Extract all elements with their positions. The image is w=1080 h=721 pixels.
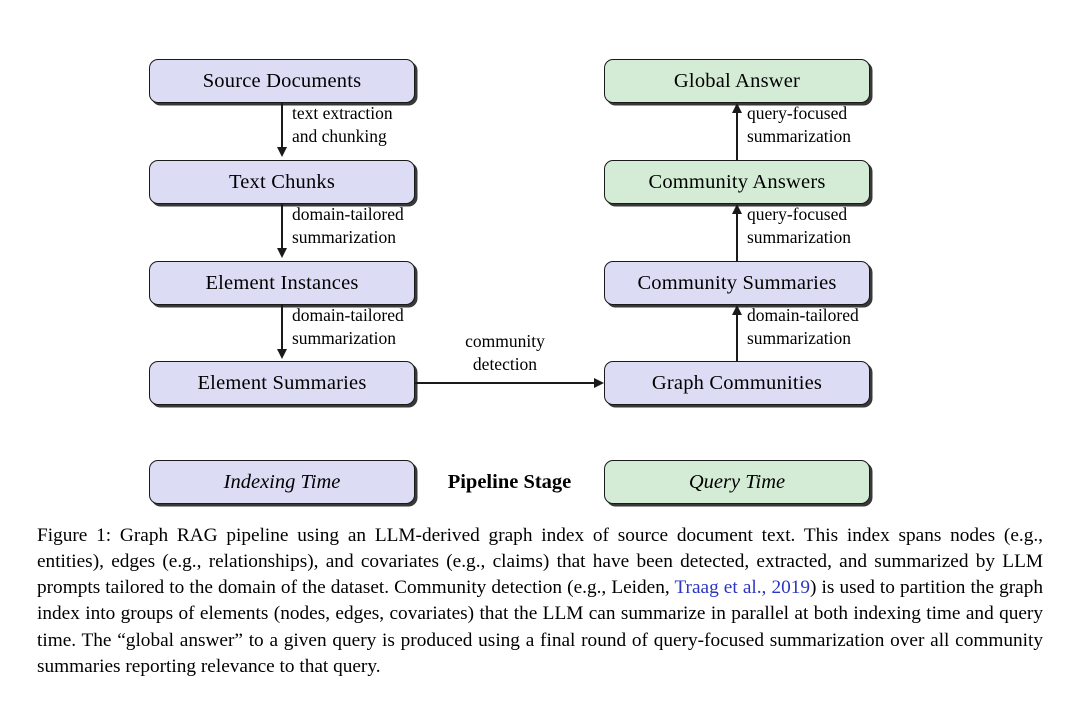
node-element-summaries: Element Summaries — [149, 361, 415, 405]
edge-label-line1: community — [465, 331, 545, 351]
edge-label-line2: summarization — [747, 227, 852, 248]
node-community-summaries: Community Summaries — [604, 261, 870, 305]
arrow-chunks-to-instances-head — [276, 248, 287, 258]
arrow-summaries-to-answers-head — [731, 204, 742, 214]
edge-label-line2: detection — [472, 354, 538, 375]
edge-label-domain-tailored-1: domain-tailored summarization — [292, 203, 404, 250]
node-graph-communities: Graph Communities — [604, 361, 870, 405]
edge-label-line2: summarization — [292, 328, 397, 349]
arrow-answers-to-global-line — [736, 113, 738, 160]
arrow-community-detection-head — [594, 378, 604, 388]
figure-caption: Figure 1: Graph RAG pipeline using an LL… — [37, 523, 1043, 680]
edge-label-query-focused-1: query-focused summarization — [747, 102, 851, 149]
caption-citation-link[interactable]: Traag et al., 2019 — [674, 577, 811, 599]
edge-label-line2: and chunking — [292, 126, 387, 147]
arrow-chunks-to-instances-line — [281, 204, 283, 250]
edge-label-line1: query-focused — [747, 103, 848, 123]
arrow-answers-to-global-head — [731, 103, 742, 113]
edge-label-line2: summarization — [747, 126, 852, 147]
edge-label-query-focused-2: query-focused summarization — [747, 203, 851, 250]
legend-query-time: Query Time — [604, 460, 870, 504]
caption-part2: ) is used to partition the graph index i… — [37, 577, 1043, 677]
legend-indexing-time: Indexing Time — [149, 460, 415, 504]
edge-label-line1: domain-tailored — [292, 204, 404, 224]
arrow-instances-to-summaries-head — [276, 349, 287, 359]
edge-label-line2: summarization — [292, 227, 397, 248]
edge-label-line1: domain-tailored — [292, 305, 404, 325]
node-element-instances: Element Instances — [149, 261, 415, 305]
legend-pipeline-stage-title: Pipeline Stage — [447, 470, 572, 493]
arrow-communities-to-summaries-head — [731, 305, 742, 315]
caption-part1: Figure 1: Graph RAG pipeline using an LL… — [37, 525, 1043, 599]
node-source-documents: Source Documents — [149, 59, 415, 103]
arrow-community-detection-line — [415, 382, 595, 384]
edge-label-domain-tailored-2: domain-tailored summarization — [292, 304, 404, 351]
arrow-source-to-chunks-line — [281, 103, 283, 149]
arrow-summaries-to-answers-line — [736, 214, 738, 261]
edge-label-line1: query-focused — [747, 204, 848, 224]
edge-label-community-detection: community detection — [425, 330, 585, 377]
arrow-instances-to-summaries-line — [281, 305, 283, 351]
node-community-answers: Community Answers — [604, 160, 870, 204]
node-text-chunks: Text Chunks — [149, 160, 415, 204]
edge-label-line2: summarization — [747, 328, 852, 349]
edge-label-line1: domain-tailored — [747, 305, 859, 325]
node-global-answer: Global Answer — [604, 59, 870, 103]
arrow-communities-to-summaries-line — [736, 315, 738, 361]
arrow-source-to-chunks-head — [276, 147, 287, 157]
edge-label-domain-tailored-3: domain-tailored summarization — [747, 304, 859, 351]
edge-label-text-extraction: text extraction and chunking — [292, 102, 393, 149]
edge-label-line1: text extraction — [292, 103, 393, 123]
